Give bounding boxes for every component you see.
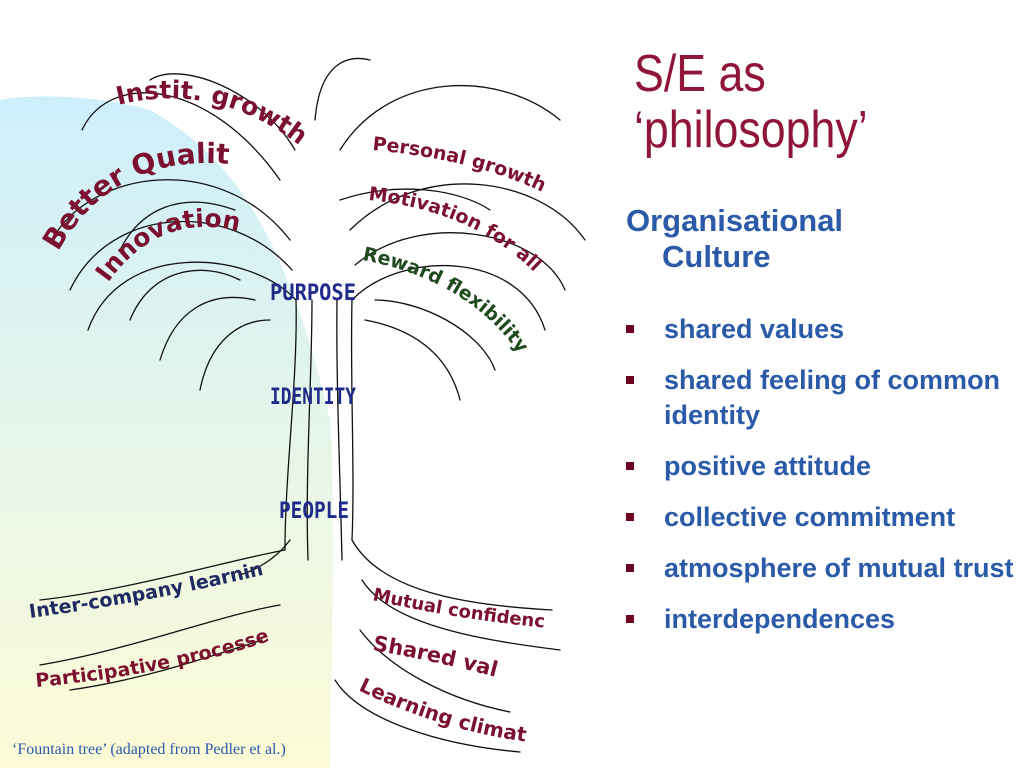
- slide-subtitle-line: Organisational: [626, 203, 844, 238]
- figure-caption: ‘Fountain tree’ (adapted from Pedler et …: [12, 741, 286, 758]
- bullet-text: atmosphere of mutual trust: [664, 553, 1014, 583]
- square-bullet-icon: [626, 564, 634, 572]
- bullet-item: shared values: [626, 312, 1016, 347]
- tree-branch-strokes: [39, 57, 586, 753]
- bullet-text: shared feeling of common identity: [664, 365, 1001, 430]
- square-bullet-icon: [626, 615, 634, 623]
- trunk-label-purpose: PURPOSE: [270, 281, 356, 306]
- bullet-item: atmosphere of mutual trust: [626, 551, 1016, 586]
- slide-title-line: S/E as: [634, 45, 766, 103]
- bullet-text: collective commitment: [664, 502, 956, 532]
- culture-bullet-list: shared values shared feeling of common i…: [626, 312, 1016, 653]
- bullet-item: shared feeling of common identity: [626, 363, 1016, 433]
- trunk-label-identity: IDENTITY: [270, 385, 357, 410]
- slide-title: S/E as ‘philosophy’: [634, 46, 868, 158]
- square-bullet-icon: [626, 513, 634, 521]
- square-bullet-icon: [626, 462, 634, 470]
- slide-subtitle: Organisational Culture: [626, 203, 843, 275]
- bullet-item: collective commitment: [626, 500, 1016, 535]
- slide-subtitle-line: Culture: [662, 239, 771, 274]
- bullet-item: positive attitude: [626, 449, 1016, 484]
- bullet-text: positive attitude: [664, 451, 872, 481]
- bullet-text: shared values: [664, 314, 845, 344]
- bullet-text: interdependences: [664, 604, 896, 634]
- slide-title-line: ‘philosophy’: [634, 101, 868, 159]
- fountain-tree-diagram: Instit. growth Better Quality Innovation…: [0, 0, 586, 768]
- trunk-label-people: PEOPLE: [279, 499, 349, 524]
- tree-upper-right-labels: Personal growth Motivation for all Rewar…: [361, 133, 549, 357]
- square-bullet-icon: [626, 325, 634, 333]
- bullet-item: interdependences: [626, 602, 1016, 637]
- background-panel: [0, 96, 334, 768]
- tree-trunk-labels: PURPOSE IDENTITY PEOPLE: [270, 281, 357, 524]
- square-bullet-icon: [626, 376, 634, 384]
